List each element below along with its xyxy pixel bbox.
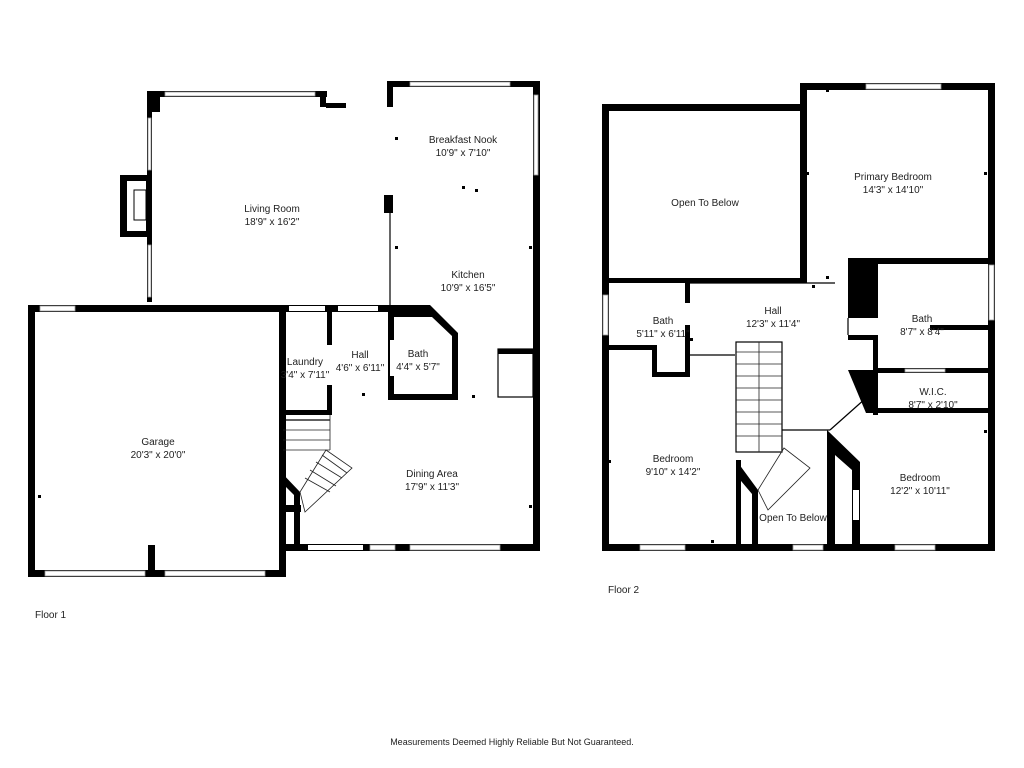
room-name-garage: Garage: [141, 437, 175, 448]
room-size-bath-1: 5'11" x 6'11": [636, 329, 690, 340]
room-size-bath: 4'4" x 5'7": [396, 362, 440, 373]
room-name-hall: Hall: [351, 350, 368, 361]
room-name-bath-2: Bath: [912, 314, 933, 325]
room-size-garage: 20'3" x 20'0": [131, 450, 186, 461]
room-size-laundry: 3'4" x 7'11": [281, 370, 330, 381]
floor-1-plan: [28, 81, 540, 577]
room-name-laundry: Laundry: [287, 357, 323, 368]
floor-1-label: Floor 1: [35, 610, 67, 621]
room-name-breakfast-nook: Breakfast Nook: [429, 135, 498, 146]
room-size-hall: 4'6" x 6'11": [336, 363, 385, 374]
room-labels: Living Room 18'9" x 16'2" Breakfast Nook 10…: [131, 135, 959, 524]
room-name-bedroom-1: Bedroom: [653, 454, 694, 465]
room-name-bath: Bath: [408, 349, 429, 360]
room-size-dining-area: 17'9" x 11'3": [405, 482, 460, 493]
room-name-dining-area: Dining Area: [406, 469, 458, 480]
room-name-kitchen: Kitchen: [451, 270, 484, 281]
disclaimer: Measurements Deemed Highly Reliable But …: [390, 737, 634, 747]
room-size-breakfast-nook: 10'9" x 7'10": [436, 148, 491, 159]
room-name-hall: Hall: [764, 306, 781, 317]
room-size-kitchen: 10'9" x 16'5": [441, 283, 496, 294]
room-name-bath-1: Bath: [653, 316, 674, 327]
room-size-living-room: 18'9" x 16'2": [245, 217, 300, 228]
room-name-wic: W.I.C.: [919, 387, 946, 398]
floor-2-plan: [602, 83, 995, 551]
room-size-bedroom-2: 12'2" x 10'11": [890, 486, 950, 497]
room-size-bath-2: 8'7" x 8'4": [900, 327, 944, 338]
room-name-bedroom-2: Bedroom: [900, 473, 941, 484]
room-size-primary-bedroom: 14'3" x 14'10": [863, 185, 924, 196]
room-size-wic: 8'7" x 2'10": [908, 400, 958, 411]
room-name-living-room: Living Room: [244, 204, 300, 215]
room-name-open-to-below-1: Open To Below: [671, 198, 739, 209]
room-name-primary-bedroom: Primary Bedroom: [854, 172, 932, 183]
room-size-hall: 12'3" x 11'4": [746, 319, 801, 330]
room-size-bedroom-1: 9'10" x 14'2": [646, 467, 701, 478]
room-name-open-to-below-2: Open To Below: [759, 513, 827, 524]
floor-2-label: Floor 2: [608, 585, 640, 596]
